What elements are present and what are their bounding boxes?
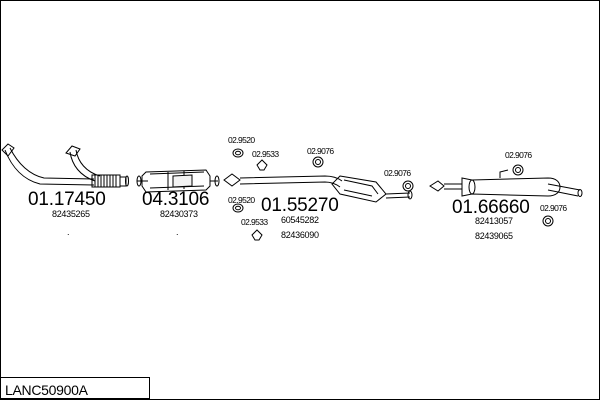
oe-number-rear-silencer-1: 82413057	[475, 216, 513, 226]
fitting-code-mount-2: 02.9533	[241, 217, 268, 227]
footnote-catalyst: .	[176, 227, 179, 237]
document-code-box: LANC50900A	[0, 377, 150, 399]
fitting-code-ring-4: 02.9076	[540, 203, 567, 213]
part-number-center-pipe: 01.55270	[261, 195, 339, 216]
oe-number-center-pipe-1: 60545282	[281, 215, 319, 225]
catalyst-part-drawing	[136, 169, 220, 193]
downpipe-part-drawing	[1, 143, 129, 188]
fitting-code-ring-3: 02.9076	[505, 150, 532, 160]
fitting-code-ring-2: 02.9076	[384, 168, 411, 178]
footnote-downpipe: .	[67, 227, 70, 237]
fitting-code-ring-1: 02.9076	[307, 146, 334, 156]
rear-silencer-part-drawing	[429, 169, 583, 197]
part-number-catalyst: 04.3106	[142, 189, 210, 210]
document-code: LANC50900A	[5, 382, 88, 398]
part-number-rear-silencer: 01.66660	[452, 197, 530, 218]
oe-number-catalyst: 82430373	[160, 209, 198, 219]
fitting-code-clamp-1: 02.9520	[228, 135, 255, 145]
oe-number-rear-silencer-2: 82439065	[475, 231, 513, 241]
oe-number-downpipe: 82435265	[52, 209, 90, 219]
part-number-downpipe: 01.17450	[28, 189, 106, 210]
fittings-drawings	[232, 148, 554, 241]
fitting-code-clamp-2: 02.9520	[228, 195, 255, 205]
oe-number-center-pipe-2: 82436090	[281, 230, 319, 240]
center-pipe-part-drawing	[223, 173, 413, 203]
fitting-code-mount-1: 02.9533	[252, 149, 279, 159]
